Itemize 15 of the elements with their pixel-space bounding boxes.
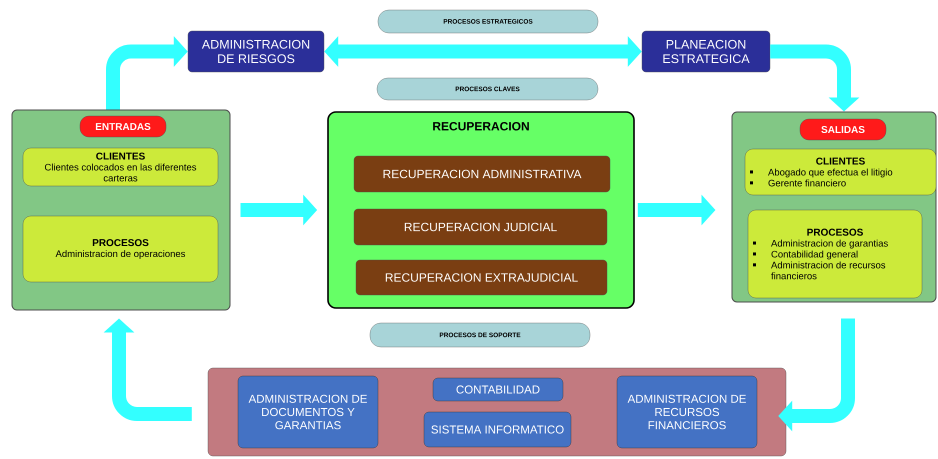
info-box: CLIENTES Abogado que efectua el litigio Gerente financiero — [744, 148, 936, 196]
info-box: PROCESOS Administracion de operaciones — [22, 216, 218, 282]
process-box: ADMINISTRACION DE RECURSOS FINANCIEROS — [616, 376, 758, 448]
process-box: RECUPERACION EXTRAJUDICIAL — [356, 260, 608, 296]
process-box: ADMINISTRACION DE RIESGOS — [188, 30, 324, 72]
info-box: PROCESOS Administracion de garantias Contabilidad general Administracion de recursos financieros — [748, 210, 922, 298]
process-box: ADMINISTRACION DE DOCUMENTOS Y GARANTIAS — [238, 376, 378, 448]
process-box: SISTEMA INFORMATICO — [424, 412, 572, 448]
info-box: CLIENTES Clientes colocados en las diferentes carteras — [22, 148, 218, 186]
process-box: PLANEACION ESTRATEGICA — [642, 30, 770, 72]
process-box: CONTABILIDAD — [432, 378, 564, 402]
heading-badge: ENTRADAS — [80, 116, 166, 138]
heading-badge: SALIDAS — [800, 118, 886, 140]
process-box: RECUPERACION ADMINISTRATIVA — [354, 156, 610, 192]
process-box: RECUPERACION JUDICIAL — [354, 208, 608, 246]
